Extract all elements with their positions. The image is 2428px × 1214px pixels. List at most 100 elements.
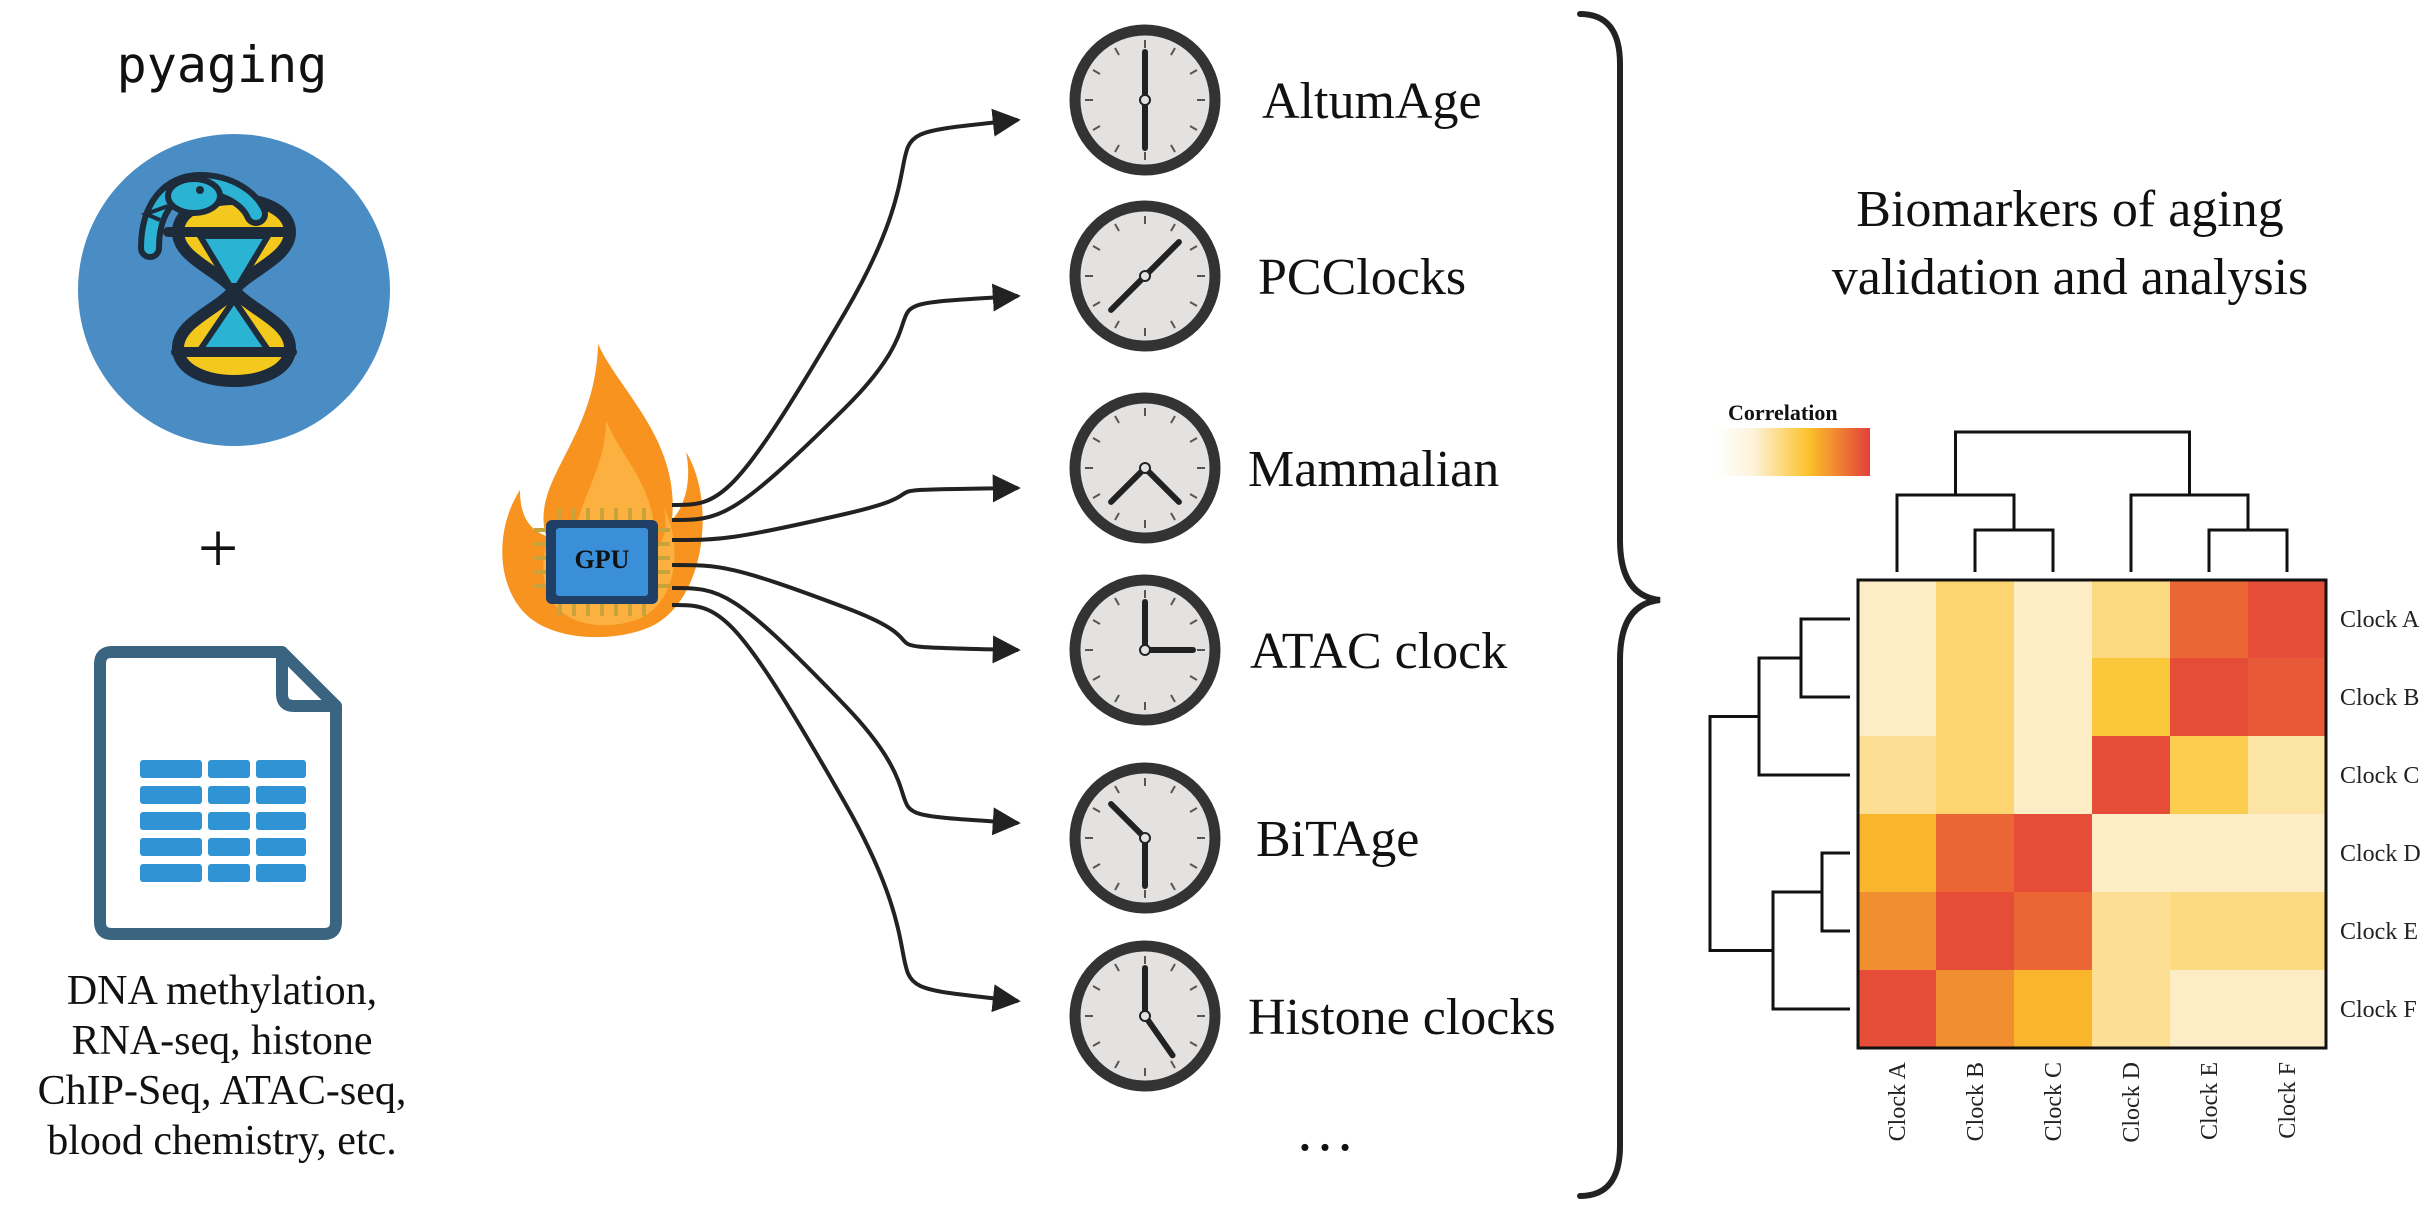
heatmap-cell	[1936, 814, 2014, 892]
heatmap-cell	[2014, 970, 2092, 1048]
heatmap-cell	[1858, 658, 1936, 736]
heatmap-cell	[2014, 892, 2092, 970]
clock-icon	[1069, 574, 1221, 726]
left-panel: pyaging +	[38, 36, 407, 1164]
arrow	[671, 563, 1021, 664]
colorbar	[1716, 428, 1870, 476]
heatmap-col-label: Clock F	[2275, 1062, 2301, 1139]
clock-icon	[1069, 200, 1221, 352]
heatmap-col-label: Clock B	[1963, 1062, 1989, 1141]
heatmap-cell	[2170, 580, 2248, 658]
clock-name: Mammalian	[1248, 441, 1499, 498]
clock-item: AltumAge	[1069, 24, 1482, 176]
heatmap-cell	[1936, 892, 2014, 970]
pyaging-logo	[78, 134, 390, 446]
dendrogram-link	[1954, 430, 2191, 495]
clock-icon	[1069, 24, 1221, 176]
heatmap-cell	[2248, 814, 2326, 892]
heatmap-cell	[2170, 658, 2248, 736]
clock-item: PCClocks	[1069, 200, 1466, 352]
grouping-brace	[1577, 11, 1661, 1199]
heatmap-cell	[2248, 736, 2326, 814]
gpu-group: GPU	[370, 344, 703, 638]
clock-name: ATAC clock	[1250, 623, 1507, 680]
arrow	[671, 108, 1021, 507]
spreadsheet-file-icon	[94, 646, 342, 940]
heatmap-col-label: Clock C	[2041, 1062, 2067, 1141]
heatmap-row-label: Clock E	[2340, 919, 2418, 945]
heatmap-row-label: Clock F	[2340, 997, 2417, 1023]
clocks-more-ellipsis: …	[1295, 1097, 1355, 1163]
heatmap-cell	[2014, 814, 2092, 892]
heatmap-col-label: Clock A	[1885, 1061, 1911, 1141]
library-name: pyaging	[117, 36, 328, 94]
heatmap-cell	[2170, 814, 2248, 892]
input-description-line: blood chemistry, etc.	[47, 1118, 397, 1164]
correlation-heatmap: Clock A Clock B Clock C Clock D Clock E Clock…	[1708, 430, 2421, 1143]
dendrogram-link	[1820, 851, 1850, 933]
heatmap-cell	[1858, 814, 1936, 892]
heatmap-cell	[1936, 736, 2014, 814]
panel-title-line: Biomarkers of aging	[1856, 181, 2283, 238]
colorbar-label: Correlation	[1728, 400, 1838, 425]
gpu-chip-icon: GPU	[534, 508, 670, 616]
heatmap-row-label: Clock C	[2340, 763, 2419, 789]
heatmap-cell	[1936, 970, 2014, 1048]
arrow	[671, 283, 1021, 522]
right-panel: Biomarkers of aging validation and analy…	[1708, 181, 2421, 1143]
dendrogram-link	[2129, 493, 2250, 572]
dendrogram-link	[1708, 715, 1773, 952]
heatmap-cell	[2092, 814, 2170, 892]
arrow	[671, 586, 1021, 836]
clock-item: Histone clocks	[1069, 940, 1556, 1092]
column-dendrogram	[1895, 430, 2289, 572]
clock-icon	[1069, 762, 1221, 914]
clock-item: BiTAge	[1069, 762, 1419, 914]
row-dendrogram	[1708, 617, 1850, 1011]
clock-icon	[1069, 940, 1221, 1092]
heatmap-col-label: Clock E	[2197, 1062, 2223, 1140]
heatmap-cell	[1858, 892, 1936, 970]
heatmap-cell	[2092, 580, 2170, 658]
heatmap-cell	[2092, 970, 2170, 1048]
heatmap-border	[1856, 578, 2328, 1050]
heatmap-row-label: Clock D	[2340, 841, 2421, 867]
table-grid-icon	[140, 760, 306, 882]
dendrogram-link	[1757, 656, 1850, 777]
heatmap-cell	[2092, 658, 2170, 736]
clock-item: Mammalian	[1069, 392, 1499, 544]
heatmap-cell	[2014, 736, 2092, 814]
input-description-line: ChIP-Seq, ATAC-seq,	[38, 1068, 407, 1114]
input-description-line: DNA methylation,	[67, 968, 377, 1014]
heatmap-cell	[1936, 580, 2014, 658]
clock-name: Histone clocks	[1248, 989, 1556, 1046]
heatmap-cell	[2248, 580, 2326, 658]
clock-name: BiTAge	[1256, 811, 1419, 868]
dendrogram-link	[1799, 617, 1850, 699]
heatmap-cell	[1858, 970, 1936, 1048]
heatmap-cell	[1858, 580, 1936, 658]
heatmap-cell	[2248, 892, 2326, 970]
dendrogram-link	[1771, 890, 1850, 1011]
clock-name: AltumAge	[1262, 73, 1482, 130]
heatmap-cell	[1858, 736, 1936, 814]
heatmap-cell	[2248, 658, 2326, 736]
heatmap-cell	[2014, 658, 2092, 736]
gpu-label: GPU	[575, 545, 630, 574]
dendrogram-link	[1895, 493, 2016, 572]
arrow	[671, 474, 1021, 542]
clock-name: PCClocks	[1258, 249, 1466, 306]
input-description: DNA methylation, RNA-seq, histone ChIP-S…	[38, 968, 407, 1164]
heatmap-cell	[2014, 580, 2092, 658]
heatmap-cell	[2092, 892, 2170, 970]
heatmap-cell	[2092, 736, 2170, 814]
dendrogram-link	[1973, 528, 2055, 572]
heatmap-cell	[2170, 736, 2248, 814]
clock-icon	[1069, 392, 1221, 544]
arrow	[671, 603, 1021, 1013]
plus-sign: +	[198, 508, 239, 588]
panel-title-line: validation and analysis	[1832, 249, 2309, 306]
